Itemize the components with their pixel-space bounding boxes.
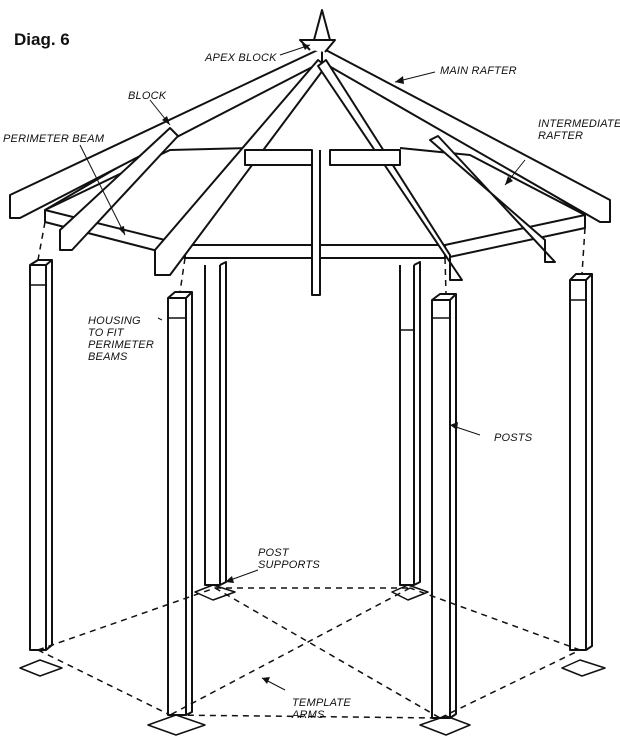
label-line: POST (258, 547, 289, 559)
label-perimeter-beam: PERIMETER BEAM (3, 133, 105, 145)
centre-king-post (311, 150, 321, 296)
housings (30, 284, 586, 331)
label-line: TO FIT (88, 327, 124, 339)
label-line: TEMPLATE (292, 697, 351, 709)
label-line: PERIMETER (88, 339, 154, 351)
diagram-title: Diag. 6 (14, 30, 70, 49)
label-line: HOUSING (88, 315, 141, 327)
label-main-rafter: MAIN RAFTER (440, 65, 517, 77)
leader-arrows (79, 44, 526, 691)
label-line: ARMS (292, 709, 325, 721)
posts (29, 259, 593, 719)
intermediate-rafters (59, 127, 556, 263)
label-posts: POSTS (494, 432, 533, 444)
guide-lines (37, 221, 586, 719)
label-line: BEAMS (88, 351, 128, 363)
post-supports (19, 584, 606, 736)
label-line: RAFTER (538, 130, 584, 142)
label-line: INTERMEDIATE (538, 118, 620, 130)
label-block: BLOCK (128, 90, 167, 102)
label-line: SUPPORTS (258, 559, 320, 571)
label-apex-block: APEX BLOCK (205, 52, 277, 64)
